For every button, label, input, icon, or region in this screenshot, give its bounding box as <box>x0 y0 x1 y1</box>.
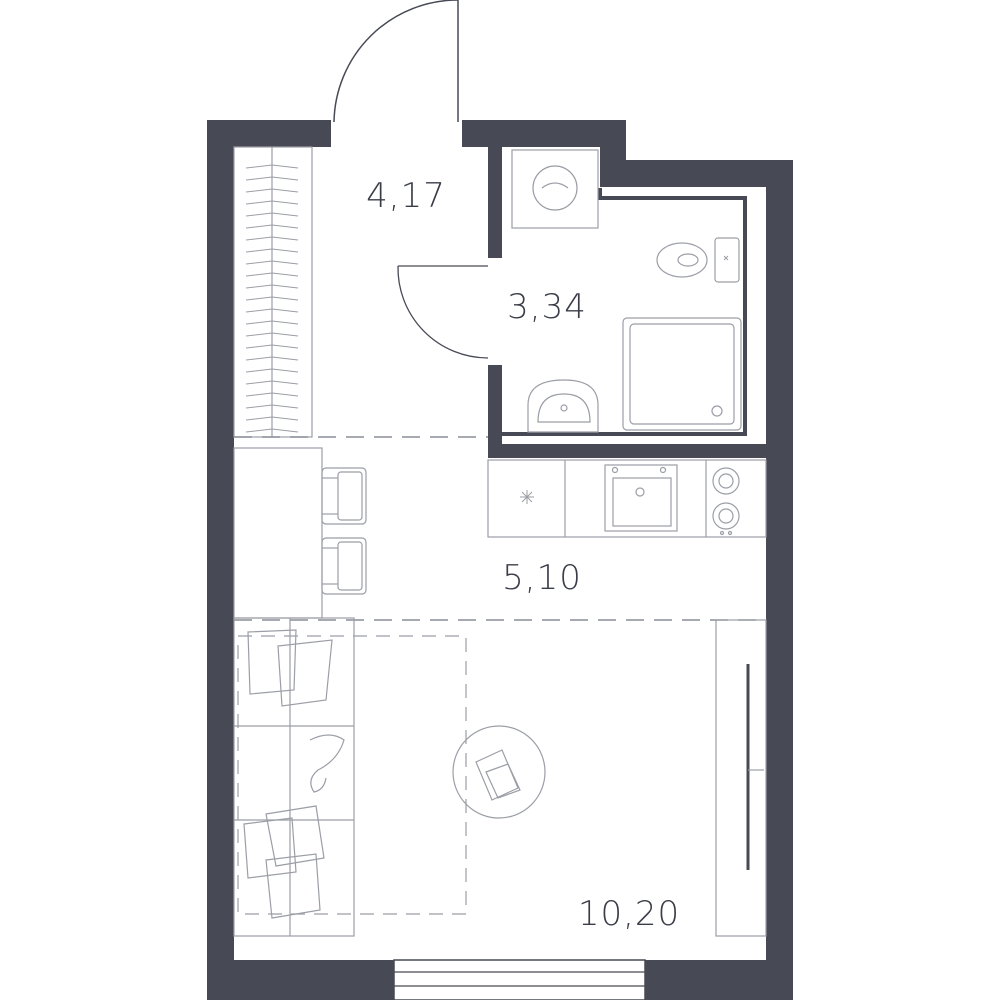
wall-step-vertical <box>600 120 626 164</box>
hanger-line <box>271 356 299 361</box>
window <box>393 959 646 1000</box>
bath-wall-left-lower <box>488 365 502 453</box>
hanger-line <box>271 296 299 301</box>
hallway-area-label: 4,17 <box>366 176 446 216</box>
living-room <box>233 617 767 937</box>
hanger-line <box>245 248 273 253</box>
kitchen-sink <box>604 464 678 532</box>
toilet <box>656 237 740 283</box>
hanger-line <box>245 236 273 241</box>
hanger-line <box>271 332 299 337</box>
rug <box>237 635 467 915</box>
zone-dividers <box>234 436 766 621</box>
bar-stool <box>321 467 367 525</box>
bath-wall-left-upper <box>488 145 502 258</box>
wall-bottom-right <box>645 960 793 1000</box>
hanger-line <box>271 236 299 241</box>
hanger-line <box>245 344 273 349</box>
hanger-line <box>271 176 299 181</box>
hanger-line <box>245 188 273 193</box>
entrance-door <box>333 0 459 123</box>
kitchen-area-label: 5,10 <box>502 558 582 598</box>
sink <box>527 379 599 433</box>
bathroom-area-label: 3,34 <box>507 287 587 327</box>
wall-right <box>766 160 793 1000</box>
hanger-line <box>245 356 273 361</box>
hanger-line <box>271 284 299 289</box>
hanger-line <box>271 224 299 229</box>
bath-wall-bottom <box>488 444 770 458</box>
wall-top-right <box>462 120 626 147</box>
cooktop <box>712 467 740 536</box>
hanger-line <box>271 164 299 169</box>
hanger-line <box>271 416 299 421</box>
wall-left <box>207 120 234 1000</box>
hanger-line <box>245 212 273 217</box>
hanger-line <box>245 380 273 385</box>
hanger-line <box>245 260 273 265</box>
wardrobe <box>233 146 313 438</box>
hanger-line <box>271 404 299 409</box>
hanger-line <box>271 320 299 325</box>
hanger-line <box>245 416 273 421</box>
wall-top-step <box>600 160 793 187</box>
sofa <box>233 617 355 937</box>
walls <box>207 120 793 1000</box>
hanger-line <box>271 380 299 385</box>
hanger-line <box>245 320 273 325</box>
hanger-line <box>245 200 273 205</box>
shower-tray <box>622 317 742 431</box>
hanger-line <box>271 200 299 205</box>
bathroom-door <box>397 265 489 359</box>
hanger-line <box>245 284 273 289</box>
tv-cabinet <box>715 619 767 937</box>
hanger-line <box>245 428 273 433</box>
bar-stool <box>321 537 367 595</box>
hanger-line <box>271 308 299 313</box>
hanger-line <box>271 212 299 217</box>
hanger-line <box>271 368 299 373</box>
wall-top-left <box>207 120 331 147</box>
hanger-line <box>245 164 273 169</box>
hanger-line <box>271 188 299 193</box>
wall-bottom-left <box>207 960 394 1000</box>
hanger-line <box>245 368 273 373</box>
hanger-line <box>245 308 273 313</box>
hanger-line <box>271 428 299 433</box>
hanger-line <box>245 272 273 277</box>
coffee-table <box>452 725 546 819</box>
hanger-line <box>271 272 299 277</box>
hanger-line <box>271 392 299 397</box>
hanger-line <box>245 176 273 181</box>
hanger-line <box>271 344 299 349</box>
hanger-line <box>245 332 273 337</box>
hanger-line <box>271 260 299 265</box>
hanger-line <box>245 224 273 229</box>
washing-machine <box>511 149 599 229</box>
bar-counter <box>233 447 323 619</box>
hanger-line <box>245 392 273 397</box>
living-area-label: 10,20 <box>578 894 680 934</box>
hanger-line <box>245 404 273 409</box>
kitchen-counter <box>487 459 767 538</box>
hanger-line <box>245 296 273 301</box>
hanger-line <box>271 248 299 253</box>
bathroom <box>502 149 747 436</box>
kitchen <box>233 447 767 619</box>
